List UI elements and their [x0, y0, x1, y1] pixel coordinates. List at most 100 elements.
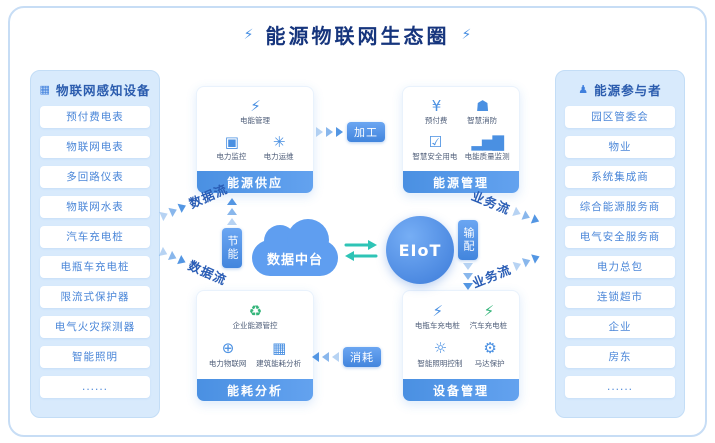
energy-meter-icon: ⚡ [250, 96, 261, 115]
box-title-energy-analysis[interactable]: 能耗分析 [197, 379, 313, 401]
feature-item[interactable]: ☗ 智慧消防 [467, 98, 497, 126]
globe-icon: ⊕ [221, 339, 235, 358]
feature-item-label: 电能质量监测 [464, 152, 510, 161]
maintenance-asterisk-icon: ✳ [272, 132, 286, 151]
list-item[interactable]: 系统集成商 [565, 166, 675, 188]
grid-icon: ▦ [39, 83, 51, 96]
box-energy-analysis: ♻ 企业能源管控 ⊕ 电力物联网 ▦ 建筑能耗分析 能耗分析 [196, 290, 314, 402]
list-item[interactable]: 预付费电表 [40, 106, 150, 128]
bolt-icon: ⚡ [243, 26, 254, 43]
list-item[interactable]: 电气安全服务商 [565, 226, 675, 248]
list-item[interactable]: 电气火灾探测器 [40, 316, 150, 338]
power-monitor-icon: ▣ [224, 132, 239, 151]
panel-header-label: 能源参与者 [594, 83, 662, 98]
title-text: 能源物联网生态圈 [265, 24, 450, 48]
flow-process: 加工 [316, 122, 385, 142]
feature-item[interactable]: ⊕ 电力物联网 [209, 341, 247, 369]
chevron-shape [463, 263, 473, 270]
cloud-label: 数据中台 [266, 252, 323, 268]
feature-item[interactable]: ▣ 电力监控 [216, 134, 246, 162]
list-item[interactable]: 电瓶车充电桩 [40, 256, 150, 278]
feature-item[interactable]: ☼ 智能照明控制 [417, 341, 462, 369]
chevron-shape [159, 208, 170, 221]
feature-item-label: 电能管理 [240, 116, 270, 125]
list-item[interactable]: 企业 [565, 316, 675, 338]
chevrons-right-icon [316, 127, 343, 137]
car-charger-icon: ⚡ [483, 301, 495, 320]
chevrons-right-icon [512, 251, 541, 271]
chevron-shape [332, 352, 339, 362]
feature-item[interactable]: ⚡ 电瓶车充电桩 [415, 303, 460, 331]
box-content: ¥ 预付费 ☗ 智慧消防 ☑ 智慧安全用电 ▂▅▇ 电能质量监测 [403, 87, 519, 171]
chevrons-right-icon [159, 200, 188, 221]
eiot-node[interactable]: EIoT [386, 216, 454, 284]
eiot-label: EIoT [398, 240, 442, 260]
safety-check-icon: ☑ [428, 132, 442, 151]
list-item[interactable]: 综合能源服务商 [565, 196, 675, 218]
box-title-device-management[interactable]: 设备管理 [403, 379, 519, 401]
list-item[interactable]: 连锁超市 [565, 286, 675, 308]
chevron-shape [227, 208, 237, 215]
flow-data-bottom: 数据流 [157, 242, 230, 288]
list-item[interactable]: 电力总包 [565, 256, 675, 278]
chevron-shape [168, 204, 179, 217]
box-content: ⚡ 电瓶车充电桩 ⚡ 汽车充电桩 ☼ 智能照明控制 ⚙ 马达保护 [403, 291, 519, 379]
list-item[interactable]: 园区管委会 [565, 106, 675, 128]
list-item[interactable]: ...... [565, 376, 675, 398]
chevrons-up-icon [227, 198, 237, 225]
feature-item[interactable]: ✳ 电力运维 [264, 134, 294, 162]
box-content: ⚡ 电能管理 ▣ 电力监控 ✳ 电力运维 [197, 87, 313, 171]
flow-business-bottom: 业务流 [469, 247, 542, 291]
feature-item[interactable]: ▦ 建筑能耗分析 [256, 341, 301, 369]
feature-item[interactable]: ☑ 智慧安全用电 [412, 134, 457, 162]
feature-item[interactable]: ♻ 企业能源管控 [233, 303, 278, 331]
feature-item-label: 电力物联网 [208, 358, 247, 368]
page-title: ⚡ 能源物联网生态圈 ⚡ [0, 20, 715, 49]
data-platform-cloud[interactable]: 数据中台 [252, 219, 338, 276]
feature-item-label: 智慧安全用电 [412, 152, 458, 161]
chevron-shape [530, 213, 541, 226]
chevrons-right-icon [159, 246, 188, 267]
chevron-shape [326, 127, 333, 137]
panel-iot-devices-header: ▦ 物联网感知设备 [31, 71, 159, 99]
chevron-shape [336, 127, 343, 137]
chevron-shape [512, 206, 523, 219]
feature-item[interactable]: ⚡ 汽车充电桩 [470, 303, 508, 331]
list-item[interactable]: 物联网电表 [40, 136, 150, 158]
list-item[interactable]: ...... [40, 376, 150, 398]
box-energy-management: ¥ 预付费 ☗ 智慧消防 ☑ 智慧安全用电 ▂▅▇ 电能质量监测 能源管理 [402, 86, 520, 194]
box-device-management: ⚡ 电瓶车充电桩 ⚡ 汽车充电桩 ☼ 智能照明控制 ⚙ 马达保护 设备管理 [402, 290, 520, 402]
bolt-icon: ⚡ [461, 26, 472, 43]
list-item[interactable]: 房东 [565, 346, 675, 368]
feature-item[interactable]: ¥ 预付费 [425, 98, 448, 126]
list-item[interactable]: 汽车充电桩 [40, 226, 150, 248]
feature-item-label: 电力运维 [263, 152, 294, 161]
flow-badge-consume: 消耗 [343, 347, 381, 367]
quality-chart-icon: ▂▅▇ [471, 132, 504, 151]
list-item[interactable]: 多回路仪表 [40, 166, 150, 188]
chevrons-left-icon [312, 352, 339, 362]
list-item[interactable]: 限流式保护器 [40, 286, 150, 308]
flow-consume: 消耗 [312, 347, 381, 367]
list-item[interactable]: 物业 [565, 136, 675, 158]
chevron-shape [463, 283, 473, 290]
feature-item[interactable]: ▂▅▇ 电能质量监测 [465, 134, 510, 162]
panel-energy-participants: ♟ 能源参与者 园区管委会物业系统集成商综合能源服务商电气安全服务商电力总包连锁… [555, 70, 685, 418]
feature-item[interactable]: ⚡ 电能管理 [240, 98, 270, 126]
feature-item[interactable]: ⚙ 马达保护 [475, 341, 505, 369]
box-title-energy-management[interactable]: 能源管理 [403, 171, 519, 193]
flow-badge-process: 加工 [347, 122, 385, 142]
panel-participants-header: ♟ 能源参与者 [556, 71, 684, 99]
chevron-shape [227, 218, 237, 225]
chevron-shape [463, 273, 473, 280]
box-title-energy-supply[interactable]: 能源供应 [197, 171, 313, 193]
eco-recycle-icon: ♻ [248, 301, 262, 320]
chevron-shape [530, 251, 541, 264]
iot-device-list: 预付费电表物联网电表多回路仪表物联网水表汽车充电桩电瓶车充电桩限流式保护器电气火… [31, 99, 159, 408]
chevron-shape [512, 258, 523, 271]
panel-header-label: 物联网感知设备 [55, 83, 151, 98]
list-item[interactable]: 物联网水表 [40, 196, 150, 218]
feature-item-label: 企业能源管控 [232, 321, 278, 331]
list-item[interactable]: 智能照明 [40, 346, 150, 368]
ebike-charger-icon: ⚡ [432, 301, 444, 320]
